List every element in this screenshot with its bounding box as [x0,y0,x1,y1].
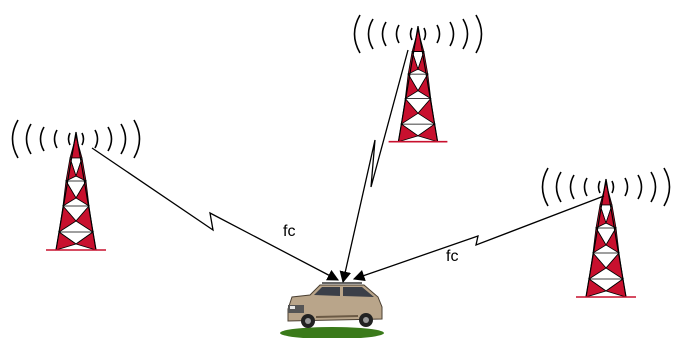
link-label-right: fc [446,248,459,265]
signal-link-right [352,195,605,282]
signal-link-left [91,147,340,281]
signal-link-top [339,49,409,284]
tower-right [541,167,671,298]
tower-left [11,119,141,251]
link-label-left: fc [283,223,296,240]
radio-tower-icon [45,131,107,251]
radio-tower-icon [575,178,637,298]
radio-tower-icon [387,25,449,143]
tower-top [353,14,483,143]
car-icon [280,282,384,339]
